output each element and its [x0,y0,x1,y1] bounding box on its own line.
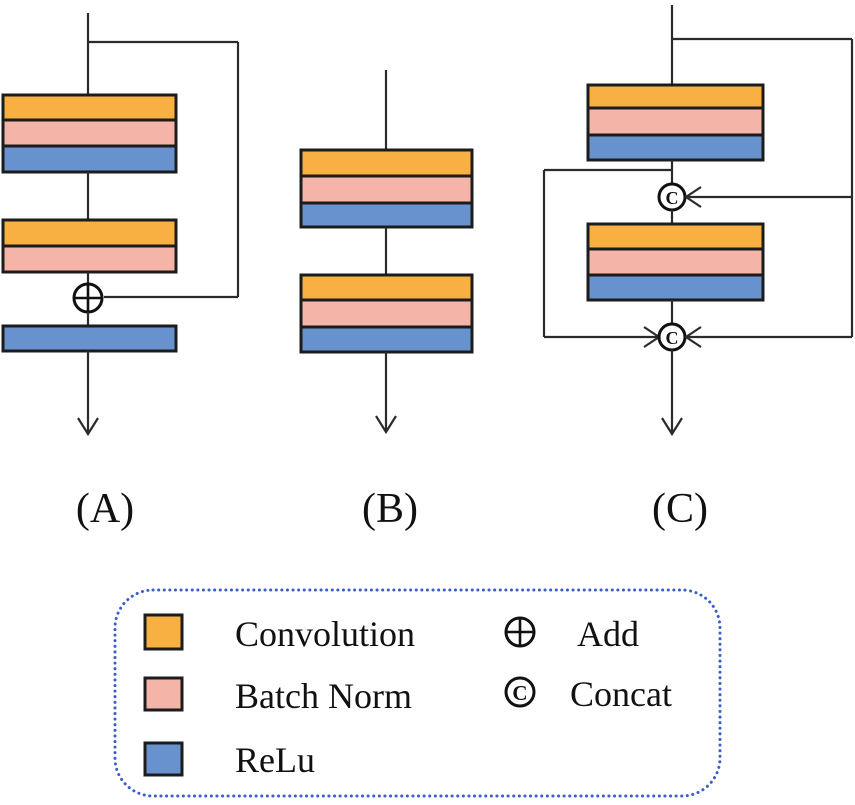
legend-swatch-batchnorm [143,676,184,712]
batchnorm-layer [586,247,765,277]
legend-label-convolution: Convolution [235,614,415,654]
block-b1 [299,148,474,229]
legend-swatch-relu [143,741,184,777]
relu-layer [1,144,178,174]
legend-add-symbol [504,616,536,648]
batchnorm-layer [1,118,178,148]
legend: Convolution Batch Norm ReLu Add C Concat [113,588,722,798]
block-c1 [586,83,765,162]
down-arrow-icon [77,417,99,437]
relu-layer [586,273,765,302]
diagram-c-label: (C) [652,486,708,532]
diagram-a-label: (A) [76,486,134,532]
relu-layer [586,133,765,162]
concat-letter: C [666,188,679,208]
legend-concat-symbol: C [504,676,536,708]
diagram-b [299,70,474,435]
left-arrow-icon [684,186,702,208]
block-a2 [1,218,178,274]
legend-swatch-convolution [143,613,184,651]
legend-label-add: Add [577,614,639,654]
conv-layer [1,218,178,248]
legend-label-concat: Concat [570,674,672,714]
skip-connection [88,40,240,299]
conv-layer [586,83,765,110]
relu-layer [299,201,474,229]
batchnorm-layer [299,174,474,205]
conv-layer [299,273,474,302]
block-b2 [299,273,474,354]
batchnorm-layer [299,298,474,329]
down-arrow-icon [661,417,683,437]
down-arrow-icon [375,415,397,435]
conv-layer [1,93,178,122]
diagram-c: C C [542,5,854,437]
legend-label-batchnorm: Batch Norm [235,676,412,716]
relu-layer [1,324,178,353]
legend-border [113,588,722,798]
block-a1 [1,93,178,174]
relu-layer [299,325,474,354]
concat-letter: C [512,681,527,705]
batchnorm-layer [1,244,178,274]
concat-operator-1: C [657,182,852,212]
concat-operator-2: C [657,322,852,352]
batchnorm-layer [586,106,765,137]
diagram-b-label: (B) [362,486,418,532]
add-operator [72,282,104,314]
conv-layer [299,148,474,178]
conv-layer [586,222,765,251]
diagram-a [1,13,240,437]
legend-label-relu: ReLu [235,740,315,780]
skip-connection-right [672,37,854,337]
left-arrow-icon [684,326,702,348]
block-c2 [586,222,765,302]
concat-letter: C [666,328,679,348]
concat-circle-icon [504,676,536,708]
